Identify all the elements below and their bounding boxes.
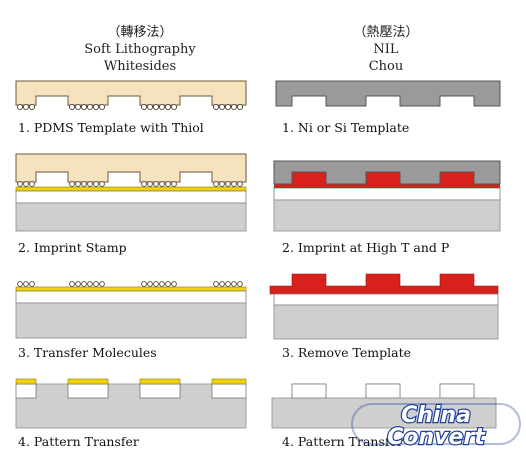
- imprint-stamp-step2: [15, 153, 247, 232]
- logo-line-2: Convert: [387, 425, 486, 450]
- pattern-transfer-step4-right: [271, 383, 497, 429]
- right-step-4-caption: 4. Pattern Transfer: [282, 434, 403, 449]
- right-step-2-caption: 2. Imprint at High T and P: [282, 240, 450, 255]
- right-header-author: Chou: [368, 59, 404, 74]
- right-step-3-caption: 3. Remove Template: [282, 345, 412, 360]
- left-step-3-caption: 3. Transfer Molecules: [18, 345, 157, 360]
- thiol-molecules: [16, 103, 244, 111]
- china-convert-logo: China Convert: [351, 402, 521, 450]
- transfer-molecules-step3: [15, 281, 247, 339]
- left-step-4-caption: 4. Pattern Transfer: [18, 434, 139, 449]
- right-header-method-cn: （熱壓法）: [353, 25, 419, 40]
- left-header: （轉移法） Soft Lithography Whitesides: [40, 24, 240, 75]
- ni-si-template-step1: [275, 80, 501, 107]
- resist-layer: [274, 184, 500, 188]
- substrate: [15, 202, 247, 232]
- right-header-title: NIL: [373, 42, 399, 57]
- logo-line-1: China: [401, 403, 471, 428]
- remove-template-step3: [269, 273, 499, 340]
- pdms-template-step1: [15, 80, 247, 111]
- left-header-method-cn: （轉移法）: [107, 25, 173, 40]
- left-header-author: Whitesides: [103, 59, 177, 74]
- left-step-2-caption: 2. Imprint Stamp: [18, 240, 127, 255]
- right-header: （熱壓法） NIL Chou: [286, 24, 486, 75]
- pattern-transfer-step4-left: [15, 378, 247, 429]
- imprint-high-t-p-step2: [273, 160, 501, 232]
- left-header-title: Soft Lithography: [84, 42, 196, 57]
- gold-layer: [15, 186, 247, 192]
- white-layer: [15, 190, 247, 204]
- left-step-1-caption: 1. PDMS Template with Thiol: [18, 120, 204, 135]
- right-step-1-caption: 1. Ni or Si Template: [282, 120, 410, 135]
